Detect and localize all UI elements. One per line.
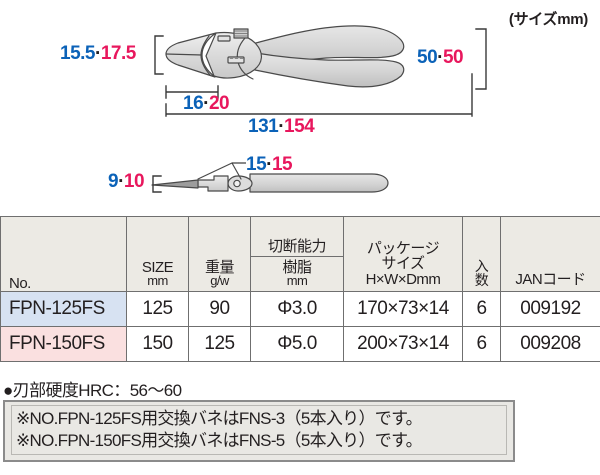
column-header-package-line3: H×W×Dmm bbox=[365, 270, 441, 288]
cell-package: 170×73×14 bbox=[343, 291, 463, 327]
table-header-row: No. SIZE mm 重量 g/w 切断能力 樹脂 mm bbox=[0, 216, 600, 292]
dimension-side-thickness-value-150: 10 bbox=[123, 171, 145, 192]
dimension-jaw-length-value-150: 20 bbox=[208, 93, 230, 114]
column-header-weight: 重量 g/w bbox=[188, 216, 251, 292]
dimension-jaw-length: 16·20 bbox=[183, 93, 230, 114]
dimension-total-length: 131·154 bbox=[248, 116, 315, 137]
column-header-weight-unit: g/w bbox=[210, 272, 229, 288]
cell-size: 150 bbox=[126, 326, 189, 362]
size-unit-note: (サイズmm) bbox=[508, 11, 588, 28]
dimension-handle-opening-value-150: 50 bbox=[442, 47, 464, 68]
cell-quantity: 6 bbox=[462, 326, 501, 362]
hardness-note: ●刃部硬度HRC：56～60 bbox=[3, 381, 182, 400]
specification-drawing-area: (サイズmm) bbox=[0, 0, 600, 216]
table-row: FPN-150FS 150 125 Φ5.0 200×73×14 6 00920… bbox=[0, 326, 600, 362]
column-header-no: No. bbox=[0, 216, 127, 292]
cell-quantity: 6 bbox=[462, 291, 501, 327]
column-header-size-unit: mm bbox=[147, 272, 168, 288]
column-header-package-line1: パッケージ bbox=[366, 240, 440, 258]
dimension-edge-width-value-150: 15 bbox=[271, 154, 293, 175]
cell-no: FPN-125FS bbox=[0, 291, 127, 327]
dimension-separator: · bbox=[437, 47, 443, 68]
column-header-quantity-line2: 数 bbox=[474, 272, 489, 288]
column-header-quantity: 入 数 bbox=[462, 216, 501, 292]
dimension-handle-opening-value-125: 50 bbox=[417, 47, 438, 68]
cell-resin: Φ3.0 bbox=[250, 291, 344, 327]
table-row: FPN-125FS 125 90 Φ3.0 170×73×14 6 009192 bbox=[0, 291, 600, 327]
dimension-edge-width-value-125: 15 bbox=[246, 154, 267, 175]
column-header-cutting-capacity: 切断能力 樹脂 mm bbox=[250, 216, 344, 292]
cell-weight: 125 bbox=[188, 326, 251, 362]
column-header-quantity-line1: 入 bbox=[474, 258, 489, 274]
specification-table: No. SIZE mm 重量 g/w 切断能力 樹脂 mm bbox=[0, 216, 600, 362]
note-line-125fs: ※NO.FPN-125FS用交換バネはFNS-3（5本入り）です。 bbox=[16, 409, 423, 428]
dimension-separator: · bbox=[94, 43, 101, 64]
column-header-package-size: パッケージ サイズ H×W×Dmm bbox=[343, 216, 463, 292]
dimension-total-length-value-150: 154 bbox=[284, 116, 315, 137]
cell-resin: Φ5.0 bbox=[250, 326, 344, 362]
note-line-150fs: ※NO.FPN-150FS用交換バネはFNS-5（5本入り）です。 bbox=[16, 430, 423, 450]
nippers-line-drawing bbox=[151, 25, 487, 193]
cell-no: FPN-150FS bbox=[0, 326, 127, 362]
dimension-separator: · bbox=[203, 93, 209, 114]
column-header-weight-main: 重量 bbox=[204, 259, 235, 277]
dimension-handle-opening: 50·50 bbox=[417, 47, 464, 68]
dimension-side-thickness-value-125: 9 bbox=[108, 171, 119, 192]
column-header-resin: 樹脂 mm bbox=[251, 257, 343, 291]
dimension-side-thickness: 9·10 bbox=[108, 171, 145, 192]
dimension-total-length-value-125: 131 bbox=[248, 116, 279, 137]
column-header-package-line2: サイズ bbox=[381, 255, 425, 273]
dimension-separator: · bbox=[118, 171, 124, 192]
column-header-cutting-capacity-group: 切断能力 bbox=[251, 236, 343, 258]
dimension-separator: · bbox=[266, 154, 272, 175]
cell-weight: 90 bbox=[188, 291, 251, 327]
column-header-size: SIZE mm bbox=[126, 216, 189, 292]
dimension-jaw-height: 15.5·17.5 bbox=[60, 44, 136, 63]
dimension-jaw-height-value-125: 15.5 bbox=[60, 43, 95, 64]
column-header-size-main: SIZE bbox=[141, 259, 174, 277]
cell-jan: 009208 bbox=[500, 326, 600, 362]
column-header-jan-label: JANコード bbox=[515, 270, 586, 288]
column-header-resin-main: 樹脂 bbox=[282, 259, 312, 277]
dimension-edge-width: 15·15 bbox=[246, 154, 293, 175]
dimension-separator: · bbox=[278, 116, 285, 137]
column-header-resin-unit: mm bbox=[286, 272, 308, 288]
cell-jan: 009192 bbox=[500, 291, 600, 327]
dimension-jaw-length-value-125: 16 bbox=[183, 93, 204, 114]
column-header-jan-code: JANコード bbox=[500, 216, 600, 292]
note-box-inner: ※NO.FPN-125FS用交換バネはFNS-3（5本入り）です。 ※NO.FP… bbox=[11, 405, 507, 455]
cell-package: 200×73×14 bbox=[343, 326, 463, 362]
dimension-jaw-height-value-150: 17.5 bbox=[100, 43, 136, 64]
cell-size: 125 bbox=[126, 291, 189, 327]
replacement-spring-note-box: ※NO.FPN-125FS用交換バネはFNS-3（5本入り）です。 ※NO.FP… bbox=[3, 400, 515, 462]
